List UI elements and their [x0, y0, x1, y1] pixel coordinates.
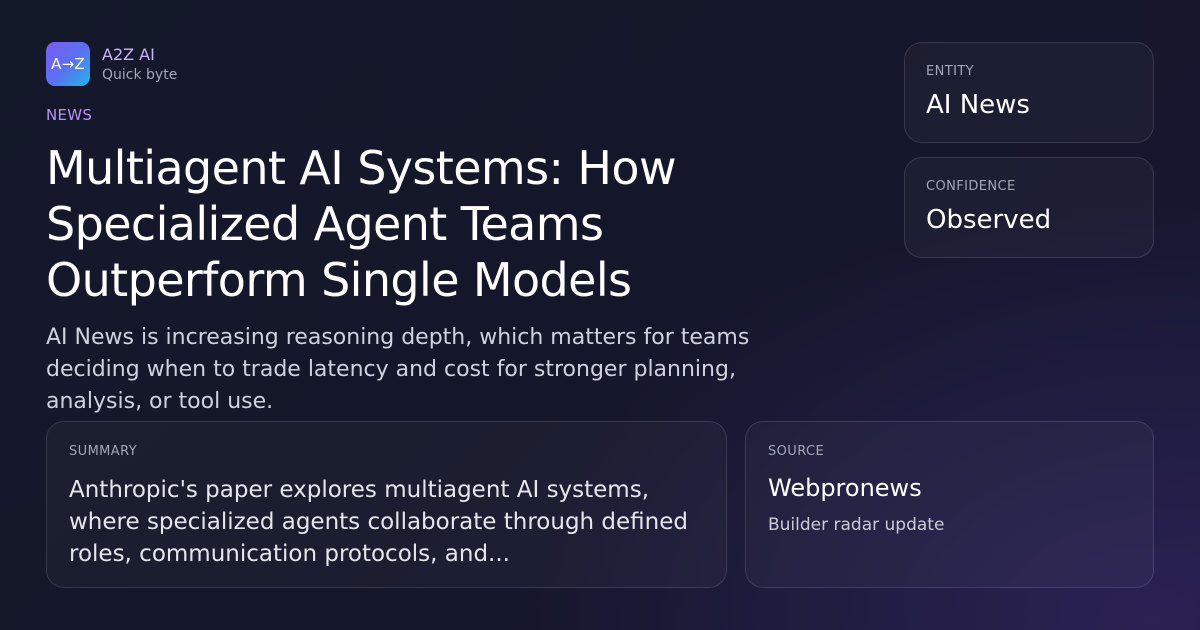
source-note: Builder radar update	[768, 515, 945, 535]
source-name: Webpronews	[768, 474, 922, 502]
entity-value: AI News	[926, 90, 1030, 120]
summary-card: SUMMARY Anthropic's paper explores multi…	[46, 421, 727, 588]
page-title: Multiagent AI Systems: How Specialized A…	[46, 141, 677, 307]
brand-logo-text: A→Z	[51, 55, 85, 73]
confidence-card: CONFIDENCE Observed	[904, 157, 1154, 258]
confidence-label: CONFIDENCE	[926, 179, 1016, 194]
category-label: NEWS	[46, 106, 93, 124]
subheadline: AI News is increasing reasoning depth, w…	[46, 325, 750, 414]
entity-card: ENTITY AI News	[904, 42, 1154, 143]
entity-label: ENTITY	[926, 64, 974, 79]
summary-label: SUMMARY	[69, 444, 138, 459]
source-card: SOURCE Webpronews Builder radar update	[745, 421, 1154, 588]
brand-name: A2Z AI	[102, 45, 155, 64]
brand-logo: A→Z	[46, 42, 90, 86]
source-label: SOURCE	[768, 444, 825, 459]
summary-text: Anthropic's paper explores multiagent AI…	[69, 477, 689, 567]
confidence-value: Observed	[926, 205, 1052, 235]
brand-tagline: Quick byte	[102, 67, 178, 83]
